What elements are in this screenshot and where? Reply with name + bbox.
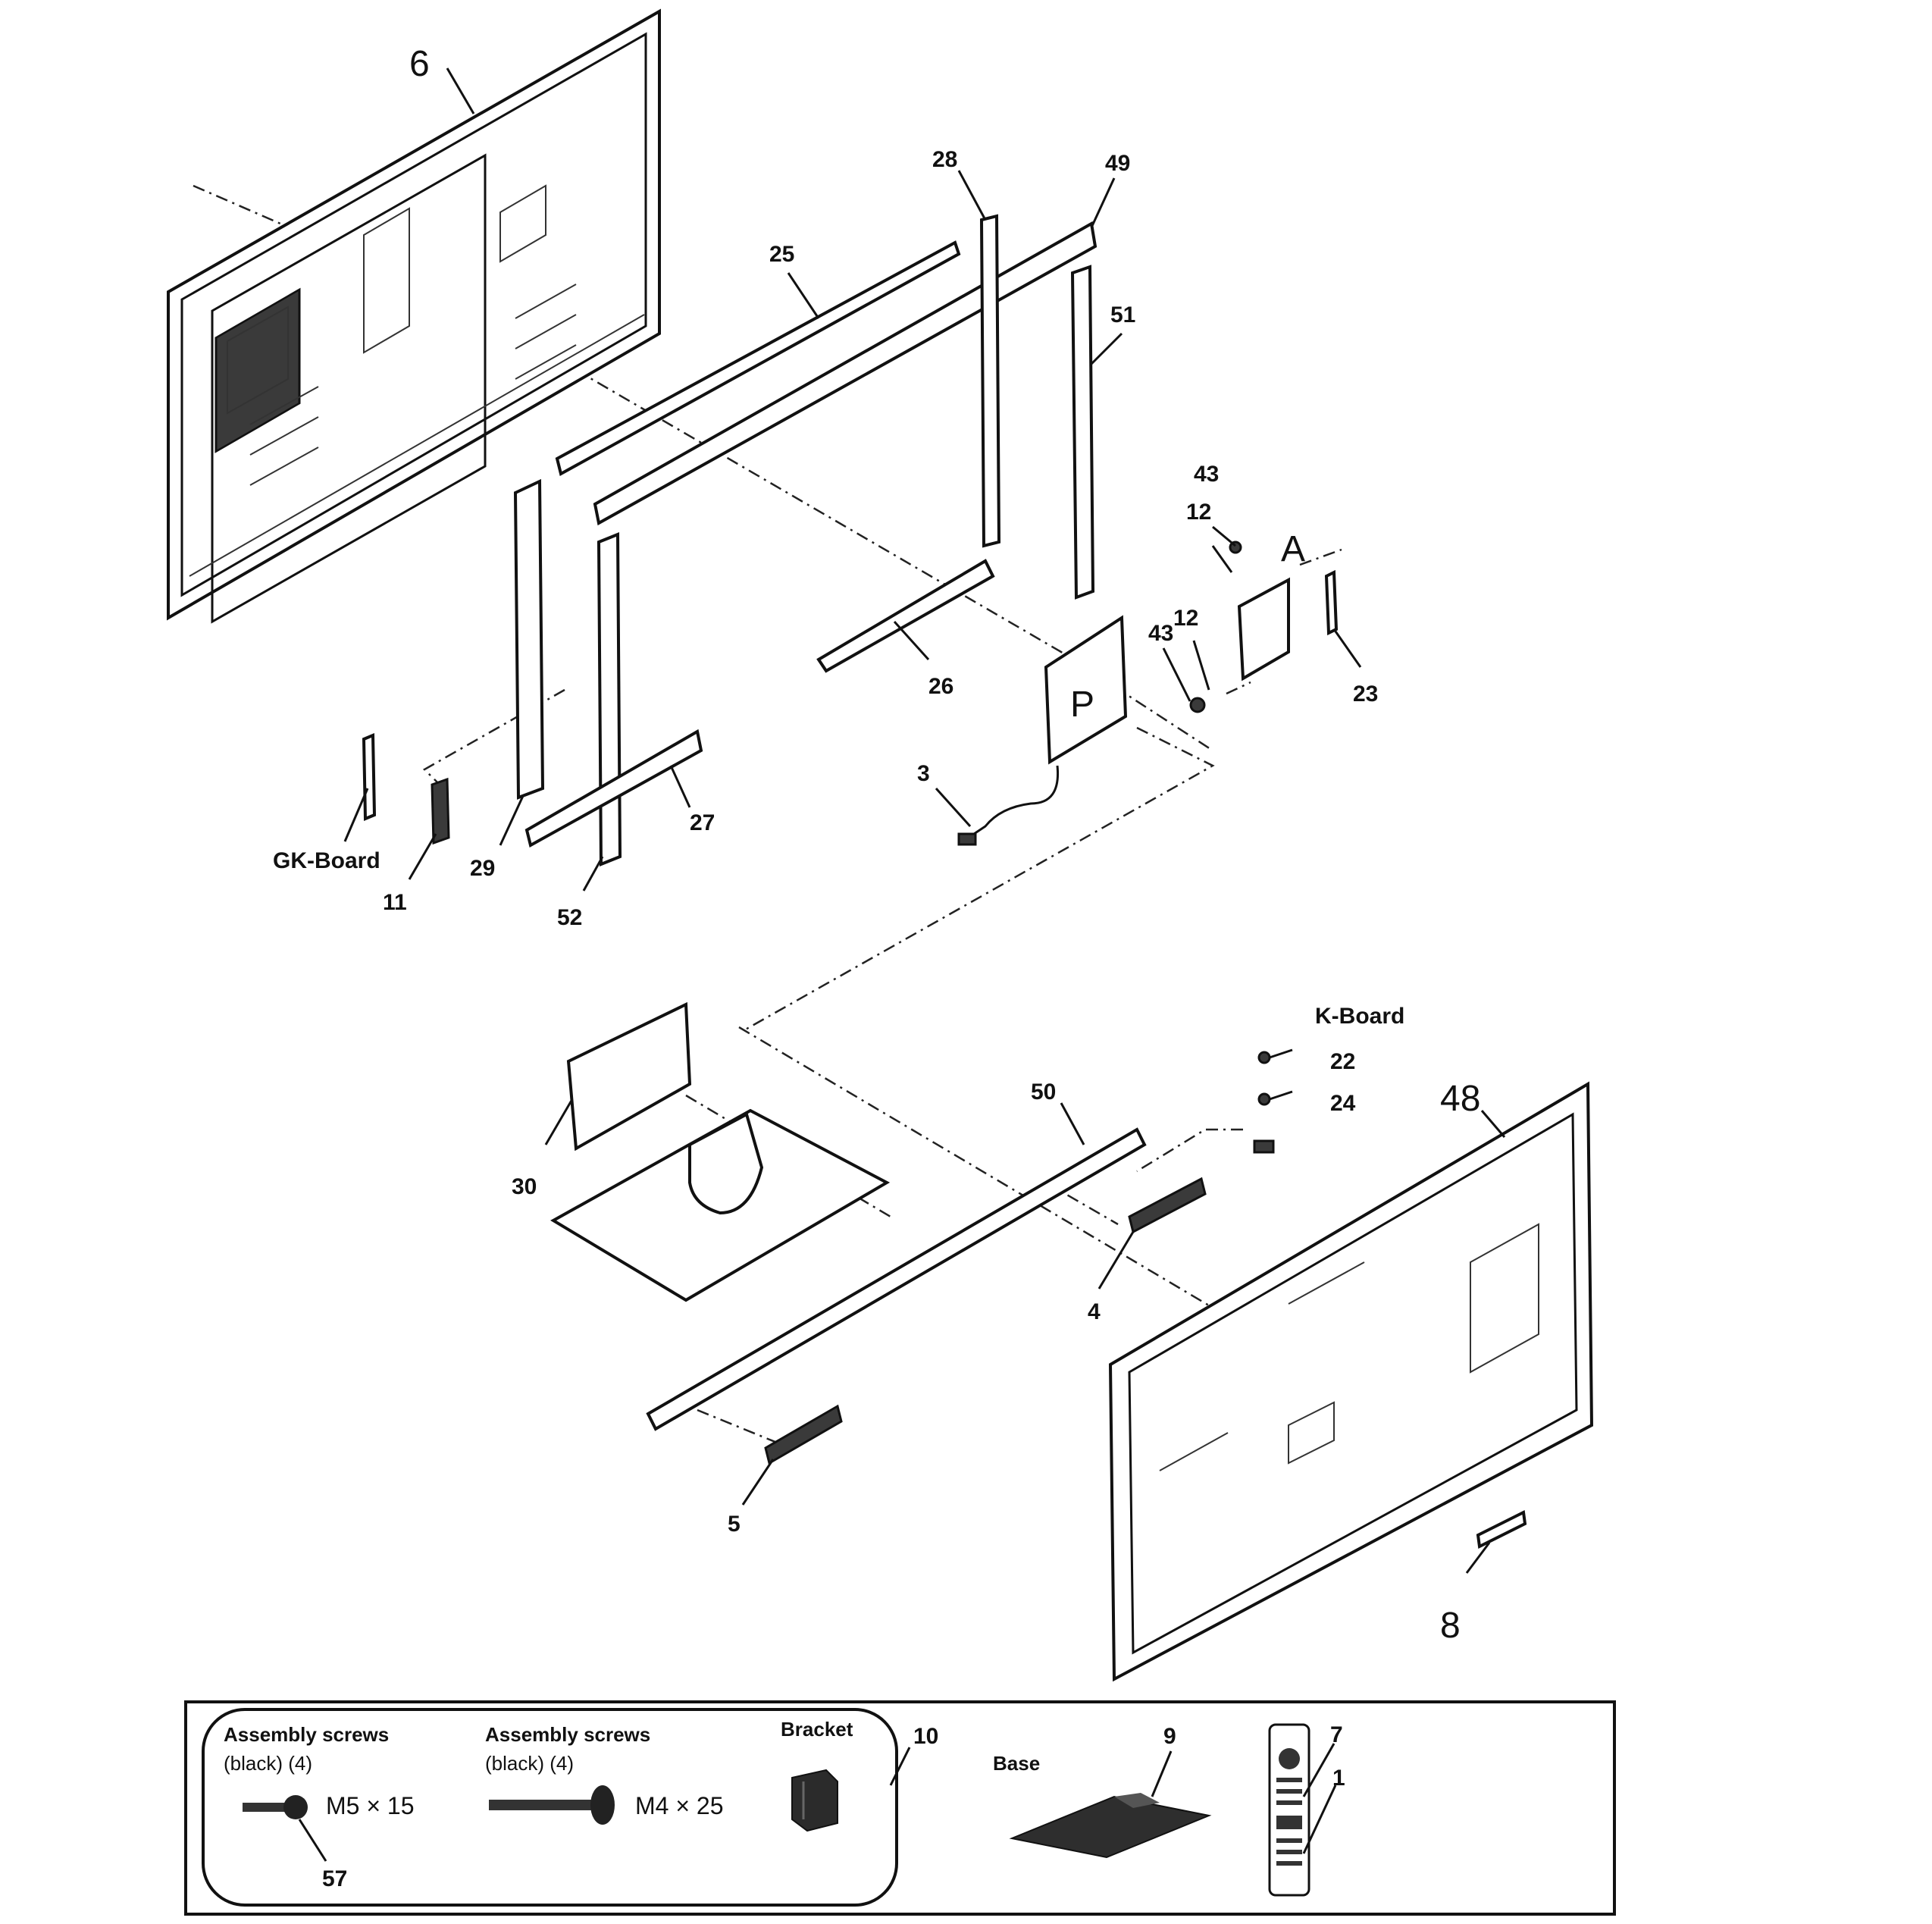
callout-11: 11 [383, 890, 407, 915]
screw-icon [243, 1795, 308, 1819]
rail-part-28 [979, 214, 1001, 548]
callout-43-bottom: 43 [1148, 621, 1173, 646]
bracket-title: Bracket [781, 1718, 853, 1741]
callout-26: 26 [928, 674, 953, 699]
bracket-part-26 [816, 559, 995, 673]
screws1-size: M5 × 15 [326, 1792, 415, 1819]
callout-1: 1 [1332, 1766, 1345, 1791]
callout-4: 4 [1088, 1299, 1101, 1324]
screw-icon [489, 1785, 615, 1825]
rail-part-51 [1070, 265, 1095, 600]
speaker-part-5 [764, 1404, 843, 1465]
remote-control-icon [1268, 1723, 1310, 1897]
power-board-letter: P [1070, 685, 1094, 725]
callout-27: 27 [690, 810, 715, 835]
screws2-size: M4 × 25 [635, 1792, 724, 1819]
callout-12-top: 12 [1186, 500, 1211, 525]
callout-51: 51 [1110, 302, 1135, 327]
stand-rail-part-50 [646, 1127, 1147, 1431]
callout-48: 48 [1440, 1079, 1480, 1119]
callout-25: 25 [769, 242, 794, 267]
screws2-title: Assembly screws [485, 1723, 650, 1746]
screws2-subtitle: (black) (4) [485, 1752, 574, 1775]
callout-gk-board: GK-Board [273, 848, 380, 873]
accessories-box: Assembly screws (black) (4) M5 × 15 57 A… [184, 1700, 1616, 1916]
callout-50: 50 [1031, 1080, 1056, 1105]
callout-9: 9 [1163, 1724, 1176, 1749]
callout-6: 6 [409, 44, 430, 84]
callout-numbers: 6 28 49 25 51 43 12 A 43 12 23 26 3 27 G… [273, 44, 1480, 1646]
callout-43-top: 43 [1194, 462, 1219, 487]
bracket-icon [791, 1769, 838, 1832]
speaker-part-4 [1128, 1177, 1207, 1234]
gk-board-part [362, 733, 377, 821]
rail-part-52 [597, 532, 622, 866]
callout-29: 29 [470, 856, 495, 881]
stand-post-part-30 [566, 1001, 692, 1152]
callout-24: 24 [1330, 1091, 1356, 1116]
part-8 [1476, 1509, 1527, 1550]
rail-part-49 [593, 221, 1098, 526]
bracket-part-27 [524, 729, 703, 848]
base-title: Base [993, 1752, 1040, 1775]
a-board [1189, 541, 1339, 713]
callout-8: 8 [1440, 1606, 1461, 1646]
callout-28: 28 [932, 147, 957, 172]
callout-23: 23 [1353, 682, 1378, 707]
callout-k-board: K-Board [1315, 1004, 1404, 1029]
rail-part-25 [555, 240, 961, 477]
frame-rails [362, 214, 1098, 866]
stand-parts [550, 1001, 1275, 1465]
front-panel-part-48 [1108, 1081, 1594, 1682]
rail-part-29 [513, 478, 545, 800]
power-board-p: P [957, 615, 1128, 846]
rear-panel-part-6 [167, 8, 661, 624]
screws1-subtitle: (black) (4) [224, 1752, 312, 1775]
callout-3: 3 [917, 761, 930, 786]
callout-22: 22 [1330, 1049, 1355, 1074]
callout-5: 5 [728, 1512, 741, 1537]
callout-12-bottom: 12 [1173, 606, 1198, 631]
part-23 [1324, 569, 1339, 636]
callout-10: 10 [913, 1724, 938, 1749]
screws1-title: Assembly screws [224, 1723, 389, 1746]
callout-30: 30 [512, 1174, 537, 1199]
base-icon [1009, 1793, 1212, 1859]
part-11 [431, 777, 450, 845]
callout-52: 52 [557, 905, 582, 930]
callout-49: 49 [1105, 151, 1130, 176]
callout-a-board: A [1281, 529, 1305, 569]
callout-7: 7 [1330, 1722, 1343, 1747]
leader-lines [343, 67, 1506, 1574]
callout-57: 57 [322, 1866, 347, 1891]
